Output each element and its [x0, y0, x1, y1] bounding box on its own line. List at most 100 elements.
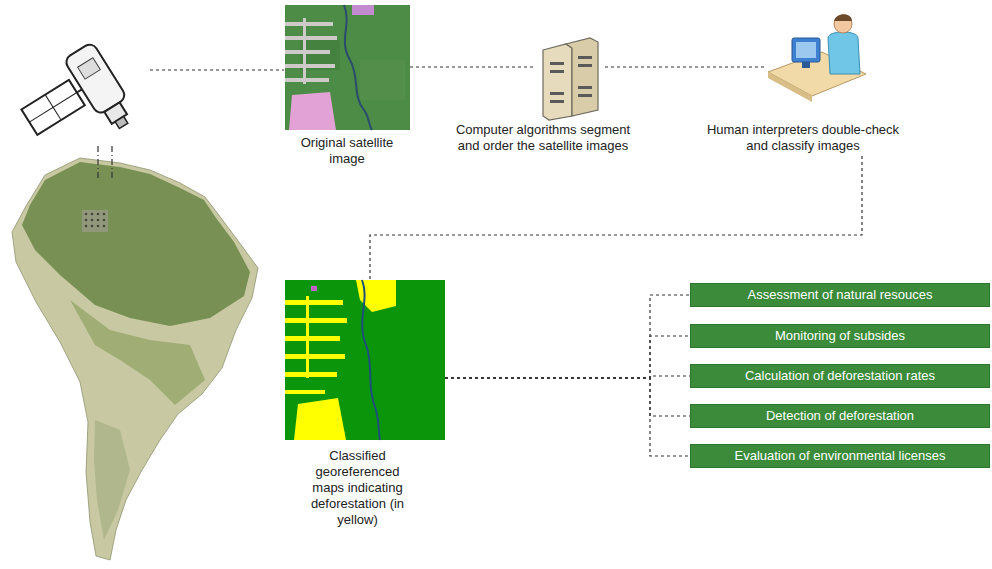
classified-map [311, 286, 317, 291]
satellite-photo [285, 22, 333, 26]
box-label: Monitoring of subsides [769, 328, 911, 344]
operator-icon [802, 62, 810, 68]
operator-icon [834, 14, 852, 21]
figure-node: Original satellite image [285, 5, 410, 130]
satellite-icon [78, 58, 101, 79]
figure-caption: Computer algorithms segment and order th… [448, 122, 638, 154]
process-box: Calculation of deforestation rates [690, 364, 990, 388]
leader-line [111, 146, 112, 178]
satellite-photo [352, 5, 374, 15]
server-icon [550, 70, 564, 73]
dashed-connector [445, 378, 690, 416]
server-icon [550, 62, 564, 65]
classified-map [285, 280, 445, 440]
operator-icon [796, 42, 816, 58]
operator-icon [828, 32, 860, 74]
satellite-icon [21, 80, 84, 135]
figure-caption: Original satellite image [282, 135, 412, 167]
server-icon [550, 92, 564, 95]
process-box: Assessment of natural resouces [690, 283, 990, 307]
classified-map [285, 318, 347, 323]
continent-map [91, 219, 94, 222]
dashed-connector [605, 66, 765, 67]
continent-map [12, 158, 258, 560]
figure-node: Classified georeferenced maps indicating… [285, 280, 445, 440]
box-label: Evaluation of environmental licenses [728, 448, 951, 464]
satellite-photo [285, 5, 410, 130]
satellite-icon [11, 42, 139, 168]
satellite-photo [289, 92, 336, 130]
continent-map [91, 225, 94, 228]
dashed-connector [370, 156, 862, 280]
satellite-icon [29, 93, 76, 123]
leader-line [98, 70, 284, 178]
classified-map [285, 372, 337, 377]
process-box: Monitoring of subsides [690, 324, 990, 348]
classified-map [285, 300, 343, 305]
figure-node: Human interpreters double-check and clas… [765, 12, 865, 104]
satellite-photo [285, 36, 337, 40]
server-icon [543, 44, 572, 120]
continent-map [85, 225, 88, 228]
continent-map [97, 219, 100, 222]
server-icon [550, 56, 592, 103]
satellite-photo [285, 5, 410, 130]
box-label: Assessment of natural resouces [742, 287, 939, 303]
operator-icon [792, 38, 820, 62]
classified-map [285, 280, 396, 440]
box-label: Calculation of deforestation rates [739, 368, 941, 384]
continent-map [85, 219, 88, 222]
leader-line [97, 146, 98, 178]
dashed-connector [445, 336, 690, 378]
continent-map [94, 420, 130, 540]
satellite-photo [360, 60, 405, 100]
dashed-connector [410, 66, 535, 67]
satellite-photo [285, 18, 337, 84]
satellite-icon [115, 116, 128, 128]
continent-map [97, 213, 100, 216]
figure-node: Computer algorithms segment and order th… [535, 36, 605, 120]
satellite-photo [285, 64, 335, 68]
figure-caption: Human interpreters double-check and clas… [703, 122, 903, 154]
classified-map [285, 280, 445, 440]
classified-map [285, 354, 345, 359]
classified-map [285, 390, 325, 394]
classified-map [356, 280, 396, 312]
operator-icon [768, 14, 866, 102]
dashed-connector [445, 378, 690, 456]
continent-map [103, 213, 106, 216]
classified-map [294, 398, 346, 440]
continent-map [12, 158, 258, 560]
figure-caption: Classified georeferenced maps indicating… [300, 448, 415, 528]
continent-map [97, 225, 100, 228]
process-box: Detection of deforestation [690, 404, 990, 428]
classified-map [362, 280, 380, 440]
dashed-connector [445, 295, 690, 378]
server-icon [578, 86, 592, 89]
continent-map [103, 225, 106, 228]
continent-map [103, 219, 106, 222]
continent-map [70, 300, 205, 405]
box-label: Detection of deforestation [760, 408, 920, 424]
leader-line [150, 69, 284, 70]
server-icon [543, 38, 598, 120]
server-icon [550, 100, 564, 103]
classified-map [306, 296, 309, 378]
satellite-photo [285, 50, 330, 54]
server-icon [578, 64, 592, 67]
satellite-photo [285, 78, 329, 82]
classified-map [285, 336, 340, 341]
continent-map [82, 210, 108, 232]
operator-icon [768, 72, 812, 102]
continent-map [91, 213, 94, 216]
satellite-photo [344, 5, 372, 130]
operator-icon [834, 15, 852, 33]
process-box: Evaluation of environmental licenses [690, 444, 990, 468]
server-icon [578, 94, 592, 97]
server-icon [566, 38, 598, 116]
satellite-photo [303, 18, 306, 84]
continent-map [85, 213, 88, 216]
server-icon [578, 56, 592, 59]
continent-map [82, 210, 108, 232]
